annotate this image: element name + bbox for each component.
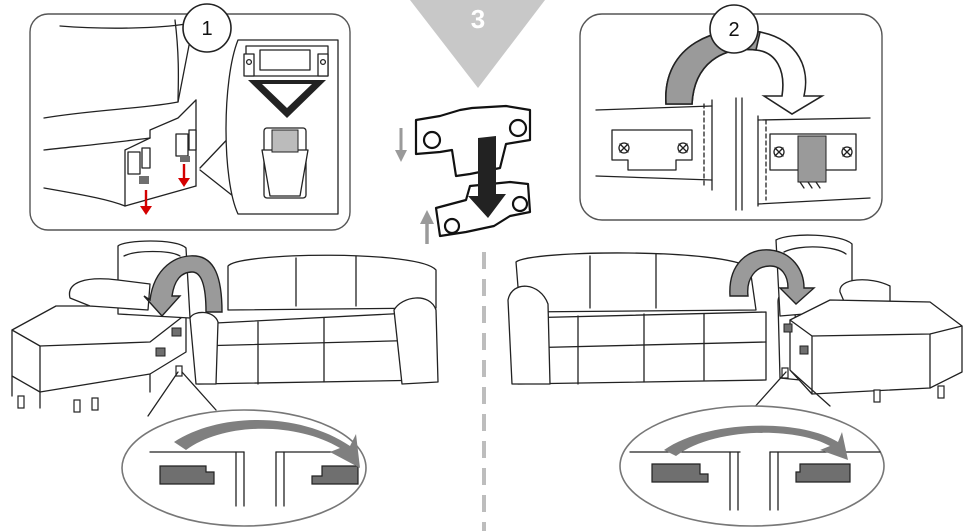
bracket-connection-detail: [395, 104, 532, 244]
left-sofa-assembly: [11, 240, 439, 527]
detail-panel-step-2: 2: [579, 4, 883, 221]
step-1-badge: 1: [182, 3, 232, 53]
step-2-badge: 2: [709, 4, 759, 54]
down-arrow-icon: [395, 128, 407, 162]
up-arrow-icon: [420, 210, 434, 244]
insert-arrow-icon: [140, 164, 190, 215]
detail-panel-step-1: 1: [29, 3, 351, 231]
right-sofa-assembly: [507, 234, 963, 527]
step-3-badge: 3: [410, 0, 545, 88]
step-3-number: 3: [471, 4, 485, 34]
step-2-number: 2: [728, 19, 739, 41]
step-1-number: 1: [201, 18, 212, 40]
